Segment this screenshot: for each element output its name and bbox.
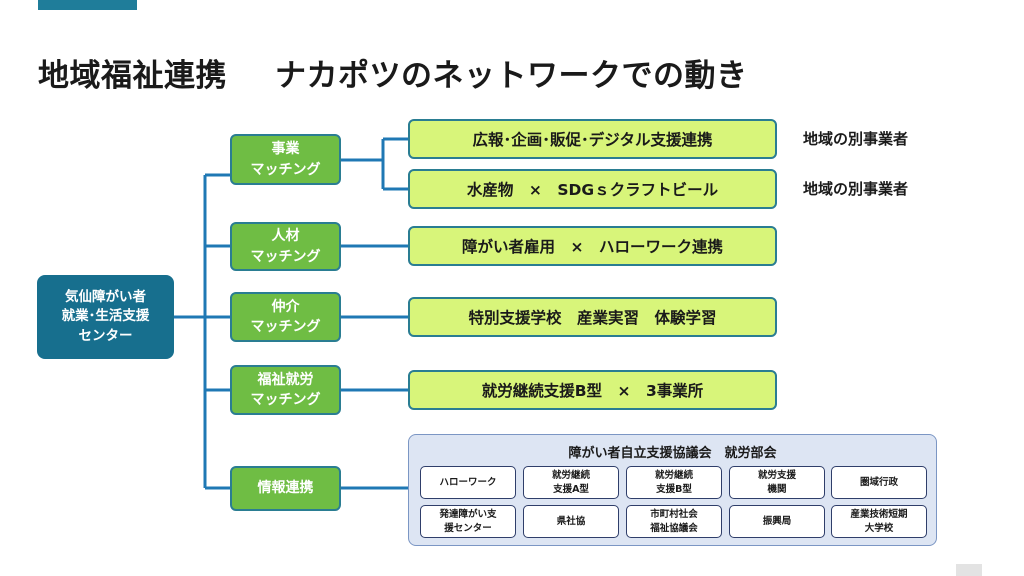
category-jigyo-matching: 事業 マッチング	[230, 134, 341, 185]
item-tokubetsu-shien: 特別支援学校 産業実習 体験学習	[408, 297, 777, 337]
jigyo-fork-line	[341, 137, 408, 191]
page-title-main: 地域福祉連携	[38, 58, 227, 94]
member-employment-support: 就労支援 機関	[729, 466, 825, 499]
category-joho-renkei: 情報連携	[230, 466, 341, 511]
accent-bar	[38, 0, 137, 10]
page-title-sub: ナカポツのネットワークでの動き	[275, 58, 748, 94]
member-hellowork: ハローワーク	[420, 466, 516, 499]
member-developmental-center: 発達障がい支 援センター	[420, 505, 516, 538]
member-type-b: 就労継続 支援B型	[626, 466, 722, 499]
category-fukushi-matching: 福祉就労 マッチング	[230, 365, 341, 415]
council-title: 障がい者自立支援協議会 就労部会	[568, 446, 777, 461]
category-chukai-matching: 仲介 マッチング	[230, 292, 341, 342]
note-other-business-2: 地域の別事業者	[803, 180, 909, 198]
member-promotion-bureau: 振興局	[729, 505, 825, 538]
member-prefecture-council: 県社協	[523, 505, 619, 538]
page-marker	[956, 564, 982, 576]
item-koho-digital: 広報･企画･販促･デジタル支援連携	[408, 119, 777, 159]
member-tech-college: 産業技術短期 大学校	[831, 505, 927, 538]
council-panel: 障がい者自立支援協議会 就労部会 ハローワーク 就労継続 支援A型 就労継続 支…	[408, 434, 937, 546]
note-other-business-1: 地域の別事業者	[803, 130, 909, 148]
page-title: 地域福祉連携 ナカポツのネットワークでの動き	[38, 50, 748, 95]
support-center-box: 気仙障がい者 就業･生活支援 センター	[37, 275, 174, 359]
member-type-a: 就労継続 支援A型	[523, 466, 619, 499]
member-regional-admin: 圏域行政	[831, 466, 927, 499]
trunk-line	[174, 175, 207, 488]
category-jinzai-matching: 人材 マッチング	[230, 222, 341, 271]
member-municipal-council: 市町村社会 福祉協議会	[626, 505, 722, 538]
item-shuro-keizoku-b: 就労継続支援B型 × 3事業所	[408, 370, 777, 410]
item-hellowork: 障がい者雇用 × ハローワーク連携	[408, 226, 777, 266]
item-suisan-beer: 水産物 × SDGｓクラフトビール	[408, 169, 777, 209]
